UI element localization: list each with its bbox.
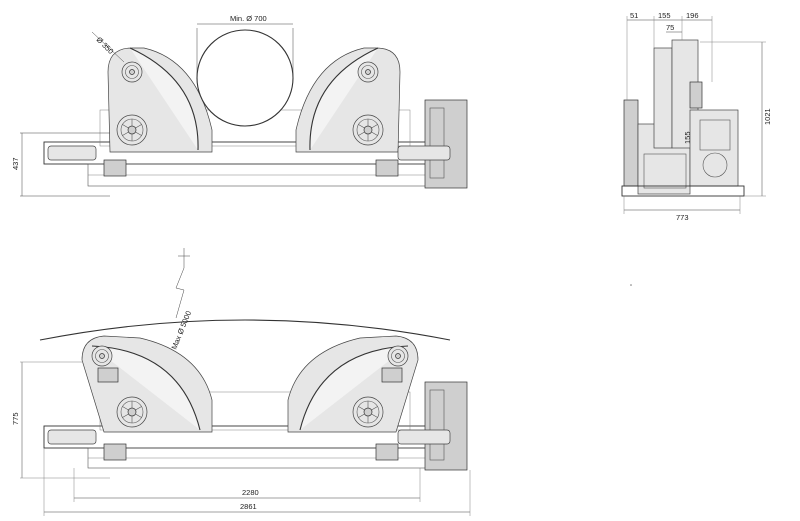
side-base <box>621 185 745 197</box>
dim-side-196: 196 <box>686 11 699 20</box>
side-wheel <box>653 47 673 149</box>
front-view-max: Max Ø 5000 775 2280 <box>11 248 471 516</box>
dim-total-width: 2861 <box>240 502 257 511</box>
dim-max-diameter: Max Ø 5000 <box>170 309 194 350</box>
idler-wheel-right-bottom <box>387 345 409 367</box>
dim-height-top: 437 <box>11 157 20 170</box>
dim-height-bottom: 775 <box>11 412 20 425</box>
dim-side-base: 773 <box>676 213 689 222</box>
drive-wheel-right <box>352 114 384 146</box>
dim-side-51: 51 <box>630 11 638 20</box>
idler-wheel-left <box>121 61 143 83</box>
load-min-diameter <box>196 29 294 127</box>
drive-wheel-right-bottom <box>352 396 384 428</box>
dim-side-height: 1021 <box>763 108 772 125</box>
left-belt <box>129 47 199 151</box>
stray-mark <box>630 284 632 286</box>
gearbox-right-bottom <box>424 381 468 471</box>
idler-wheel-right <box>357 61 379 83</box>
side-motor <box>689 109 739 187</box>
drive-wheel-left-bottom <box>116 396 148 428</box>
dim-side-75: 75 <box>666 23 674 32</box>
drive-wheel-left <box>116 114 148 146</box>
right-belt-bottom <box>299 345 409 431</box>
idler-wheel-left-bottom <box>91 345 113 367</box>
side-view: 51 155 196 75 155 1021 773 <box>621 11 772 222</box>
dim-wheel-diameter: Ø 350 <box>95 35 116 56</box>
side-plate-left <box>623 99 639 187</box>
left-belt-bottom <box>91 345 201 431</box>
dim-side-155: 155 <box>658 11 671 20</box>
dim-inner-width: 2280 <box>242 488 259 497</box>
gearbox-right <box>424 99 468 189</box>
diameter-leader <box>175 248 185 319</box>
load-max-diameter <box>39 319 451 341</box>
front-view-min: Min. Ø 700 Ø 350 437 <box>11 14 468 197</box>
dim-min-diameter: Min. Ø 700 <box>230 14 267 23</box>
dim-side-small: 155 <box>683 131 692 144</box>
